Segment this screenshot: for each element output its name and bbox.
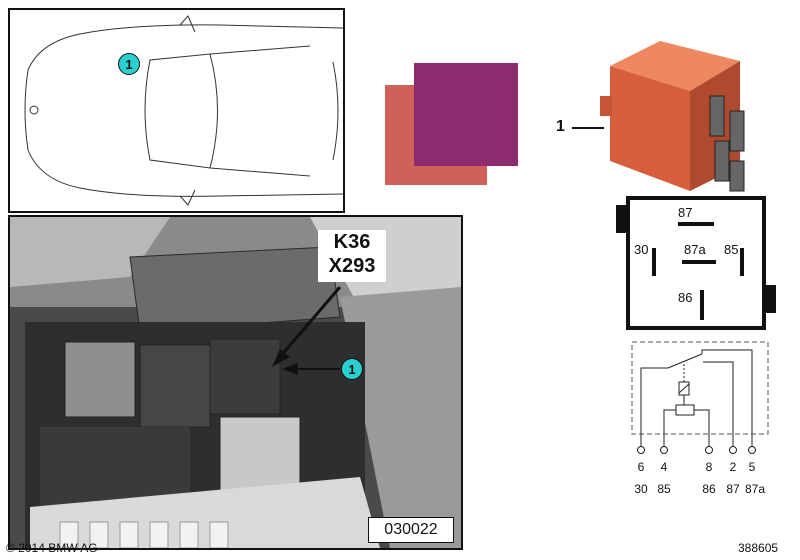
pin-86 xyxy=(700,290,704,320)
circuit-schematic xyxy=(631,341,769,454)
car-callout-1: 1 xyxy=(118,53,140,75)
pin-bottom-2: 86 xyxy=(702,482,716,496)
pin-87 xyxy=(678,222,714,226)
car-location-panel: 1 xyxy=(8,8,345,213)
pin-bottom-0: 30 xyxy=(634,482,648,496)
photo-illustration xyxy=(10,217,461,548)
engine-bay-photo: 1 xyxy=(8,215,463,550)
connector-id: X293 xyxy=(328,255,376,277)
photo-code: 030022 xyxy=(368,517,454,543)
pin-label-86: 86 xyxy=(678,290,693,305)
pin-bottom-4: 87a xyxy=(744,482,766,496)
box-tab-left xyxy=(616,205,628,233)
part-leader-line xyxy=(572,127,604,129)
car-outline-icon xyxy=(24,15,344,206)
photo-callout-1: 1 xyxy=(341,358,363,380)
pin-bottom-3: 87 xyxy=(726,482,740,496)
pin-layout-box: 87 30 87a 85 86 xyxy=(626,196,766,330)
relay-id: K36 xyxy=(333,231,371,253)
pin-top-3: 2 xyxy=(729,460,737,474)
pin-87a xyxy=(682,260,716,264)
pin-label-30: 30 xyxy=(634,242,649,257)
pin-top-1: 4 xyxy=(660,460,668,474)
schematic-pin-table: 6 4 8 2 5 30 85 86 87 87a xyxy=(627,460,777,500)
pin-30 xyxy=(652,248,656,276)
pin-top-0: 6 xyxy=(637,460,645,474)
relay-icon xyxy=(600,41,745,192)
box-tab-right xyxy=(764,285,776,313)
copyright-text: © 2014 BMW AG xyxy=(6,541,98,555)
pin-top-2: 8 xyxy=(705,460,713,474)
pin-85 xyxy=(740,248,744,276)
pin-label-87a: 87a xyxy=(684,242,706,257)
part-label: 1 xyxy=(556,118,565,135)
pin-label-85: 85 xyxy=(724,242,739,257)
pin-bottom-1: 85 xyxy=(657,482,671,496)
relay-designation: K36 X293 xyxy=(318,230,386,282)
color-swatch-front xyxy=(414,63,518,166)
pin-label-87: 87 xyxy=(678,205,693,220)
pin-top-4: 5 xyxy=(748,460,756,474)
reference-number: 388605 xyxy=(738,541,779,555)
